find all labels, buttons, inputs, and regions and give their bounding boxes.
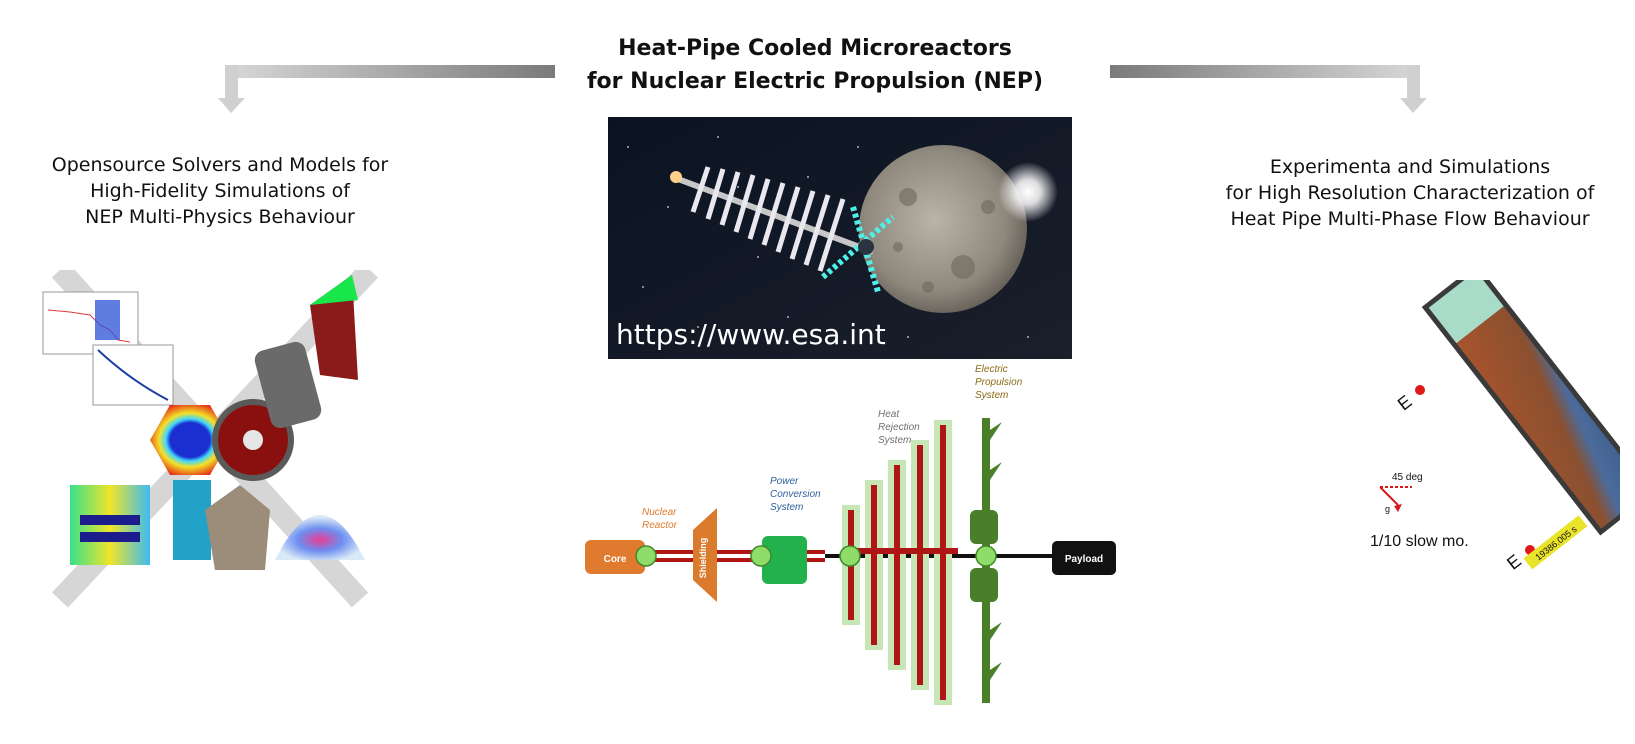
- shielding-block: Shielding: [693, 508, 717, 602]
- power-conversion-block: [762, 536, 807, 584]
- moon: [859, 145, 1027, 313]
- left-arrow: [218, 65, 555, 113]
- svg-text:Nuclear: Nuclear: [642, 507, 677, 518]
- svg-text:19386.005 s: 19386.005 s: [1533, 524, 1579, 563]
- reactor-label: Nuclear Reactor: [642, 507, 678, 531]
- payload-block: Payload: [1052, 541, 1116, 575]
- svg-text:Electric: Electric: [975, 364, 1008, 375]
- heat-rejection-label: Heat Rejection System: [878, 409, 920, 446]
- gravity-arrow: [1394, 504, 1402, 512]
- svg-text:Propulsion: Propulsion: [975, 377, 1023, 388]
- sensor-label-bottom: E: [1503, 550, 1525, 573]
- left-heading-line-3: NEP Multi-Physics Behaviour: [85, 206, 355, 228]
- spacecraft-illustration: [608, 117, 1072, 359]
- timestamp-label: 19386.005 s: [1523, 515, 1588, 570]
- shielding-label: Shielding: [698, 538, 708, 579]
- radiator-panels: [842, 420, 958, 705]
- peak-surface: [275, 515, 365, 560]
- core-block: Core: [585, 540, 645, 574]
- gravity-label: g: [1385, 504, 1390, 514]
- angle-indicator: [1379, 486, 1412, 506]
- top-arrows: [218, 65, 1427, 113]
- line-plot-1: [42, 291, 139, 355]
- right-panel-heading: Experimenta and Simulations for High Res…: [1200, 154, 1620, 232]
- left-panel-heading: Opensource Solvers and Models for High-F…: [20, 152, 420, 230]
- sensor-top: [1415, 385, 1425, 395]
- left-heading-line-2: High-Fidelity Simulations of: [90, 180, 350, 202]
- right-heading-line-1: Experimenta and Simulations: [1269, 156, 1551, 178]
- svg-text:System: System: [878, 435, 911, 446]
- left-heading-line-1: Opensource Solvers and Models for: [51, 154, 389, 176]
- heat-pipe-experiment: E E 19386.005 s 45 deg g: [1379, 280, 1620, 574]
- sensor-label-top: E: [1394, 391, 1416, 414]
- junction-valves: [635, 545, 997, 567]
- title-line-2: for Nuclear Electric Propulsion (NEP): [586, 69, 1044, 94]
- source-watermark: https://www.esa.int: [616, 318, 886, 351]
- right-heading-line-3: Heat Pipe Multi-Phase Flow Behaviour: [1230, 208, 1590, 230]
- title-line-1: Heat-Pipe Cooled Microreactors: [618, 36, 1012, 61]
- simulation-collage: [42, 270, 379, 608]
- svg-text:Rejection: Rejection: [878, 422, 920, 433]
- playback-speed-caption: 1/10 slow mo.: [1370, 533, 1469, 550]
- svg-text:Heat: Heat: [878, 409, 900, 420]
- core-label: Core: [604, 554, 627, 565]
- angle-label: 45 deg: [1392, 472, 1423, 483]
- spacecraft: [670, 166, 895, 293]
- svg-text:Conversion: Conversion: [770, 489, 821, 500]
- line-plot-2: [92, 344, 174, 406]
- electric-propulsion-label: Electric Propulsion System: [975, 364, 1023, 401]
- svg-text:Power: Power: [770, 476, 799, 487]
- hex-flux-map: [150, 405, 230, 475]
- svg-text:System: System: [770, 502, 803, 513]
- page-title: Heat-Pipe Cooled Microreactors for Nucle…: [540, 32, 1090, 98]
- payload-label: Payload: [1065, 554, 1103, 565]
- vessel-model: [173, 480, 211, 560]
- power-conversion-label: Power Conversion System: [770, 476, 821, 513]
- right-arrow: [1110, 65, 1427, 113]
- assembly-model: [205, 485, 270, 570]
- right-heading-line-2: for High Resolution Characterization of: [1225, 182, 1595, 204]
- svg-text:System: System: [975, 390, 1008, 401]
- nep-schematic: Core Shielding Payload Nuclear Reactor P…: [585, 364, 1116, 705]
- svg-text:Reactor: Reactor: [642, 520, 678, 531]
- sun: [998, 162, 1058, 222]
- reactor-cylinder: [254, 341, 322, 429]
